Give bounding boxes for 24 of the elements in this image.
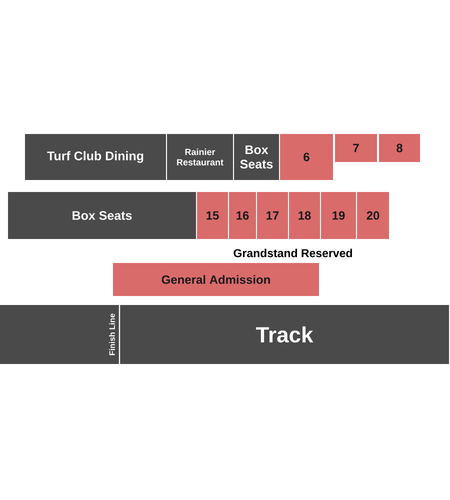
seating-section: Box Seats [234, 134, 279, 180]
node-label: 16 [236, 211, 249, 220]
seating-section: 20 [357, 192, 389, 239]
node-label: 18 [298, 211, 311, 220]
node-label: Turf Club Dining [47, 151, 144, 163]
node-label: 17 [266, 211, 279, 220]
seating-section: 18 [289, 192, 320, 239]
node-label: 20 [366, 211, 380, 220]
node-label: Box Seats [240, 145, 273, 169]
seating-section: 16 [229, 192, 256, 239]
seating-section: Box Seats [8, 192, 196, 239]
seating-section: 6 [280, 134, 333, 180]
seating-section: 7 [335, 134, 377, 162]
seating-section: 19 [321, 192, 356, 239]
seating-section: Rainier Restaurant [167, 134, 233, 180]
node-label: 19 [332, 211, 345, 220]
finish-line-area: Finish Line [0, 305, 119, 364]
seating-section: 15 [197, 192, 228, 239]
seating-section: 8 [379, 134, 420, 162]
section-label: Grandstand Reserved [234, 248, 352, 258]
seating-section: General Admission [113, 263, 319, 296]
node-label: Rainier Restaurant [177, 148, 224, 166]
node-label: 15 [206, 211, 219, 220]
seating-section: 17 [257, 192, 288, 239]
